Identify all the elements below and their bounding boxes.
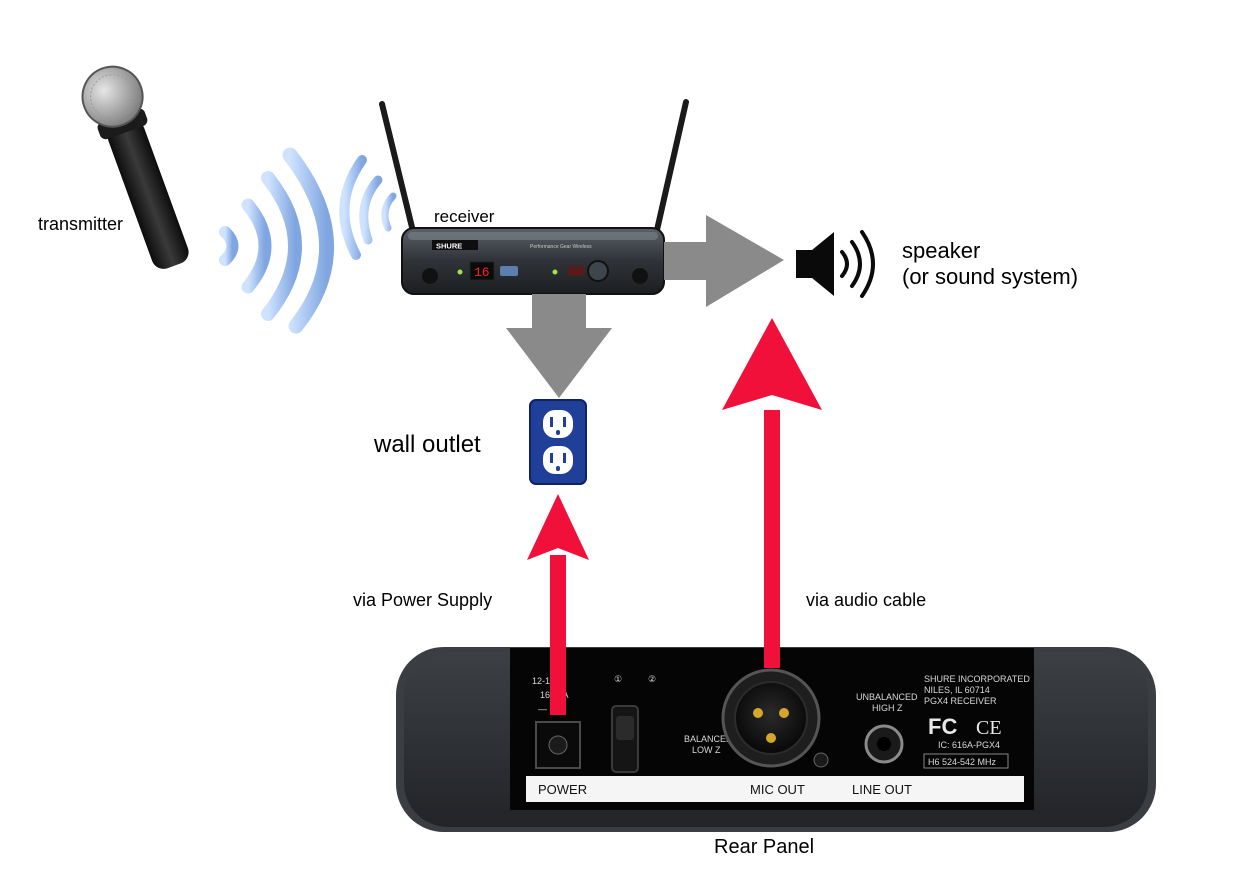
wall-outlet-icon <box>529 399 587 485</box>
rear-switch-2: ② <box>648 674 656 684</box>
rear-ic: IC: 616A-PGX4 <box>938 740 1000 750</box>
receiver-unit: SHURE Performance Gear Wireless 16 <box>379 99 689 295</box>
speaker-label-sub: (or sound system) <box>902 264 1078 289</box>
arrow-audio-cable <box>722 318 822 668</box>
via-audio-label: via audio cable <box>806 590 926 610</box>
arrow-to-outlet <box>506 294 612 398</box>
rear-ce-mark: CE <box>976 717 1002 739</box>
transmitter-microphone <box>81 65 189 269</box>
receiver-model-text: Performance Gear Wireless <box>530 244 592 250</box>
wall-outlet-label: wall outlet <box>373 431 481 458</box>
rear-power-label: POWER <box>538 782 587 797</box>
rear-freq: H6 524-542 MHz <box>928 757 997 767</box>
speaker-label: speaker <box>902 238 980 263</box>
receiver-label: receiver <box>434 207 495 226</box>
rear-panel-label: Rear Panel <box>714 836 814 858</box>
receiver-brand: SHURE <box>436 242 462 251</box>
rear-model: PGX4 RECEIVER <box>924 696 997 706</box>
transmitter-label: transmitter <box>38 214 123 234</box>
rear-balanced: BALANCED <box>684 734 733 744</box>
rear-switch-1: ① <box>614 674 622 684</box>
rear-high-z: HIGH Z <box>872 703 903 713</box>
arrow-to-speaker <box>664 215 784 307</box>
arrow-power-supply <box>527 494 589 715</box>
rear-low-z: LOW Z <box>692 745 721 755</box>
rear-company: SHURE INCORPORATED <box>924 674 1030 684</box>
via-power-label: via Power Supply <box>353 590 492 610</box>
rear-voltage: 12-15V <box>532 676 561 686</box>
receiver-display: 16 <box>474 265 490 280</box>
receiver-rear-panel: POWER MIC OUT LINE OUT 12-15V 160mA — ○ … <box>396 647 1156 832</box>
rear-unbalanced: UNBALANCED <box>856 692 918 702</box>
rear-line-out-label: LINE OUT <box>852 782 912 797</box>
speaker-icon <box>796 230 875 298</box>
radio-waves <box>219 147 397 334</box>
rear-fcc-mark: FC <box>928 714 957 739</box>
rear-mic-out-label: MIC OUT <box>750 782 805 797</box>
antenna-right <box>649 99 689 255</box>
rear-city: NILES, IL 60714 <box>924 685 990 695</box>
